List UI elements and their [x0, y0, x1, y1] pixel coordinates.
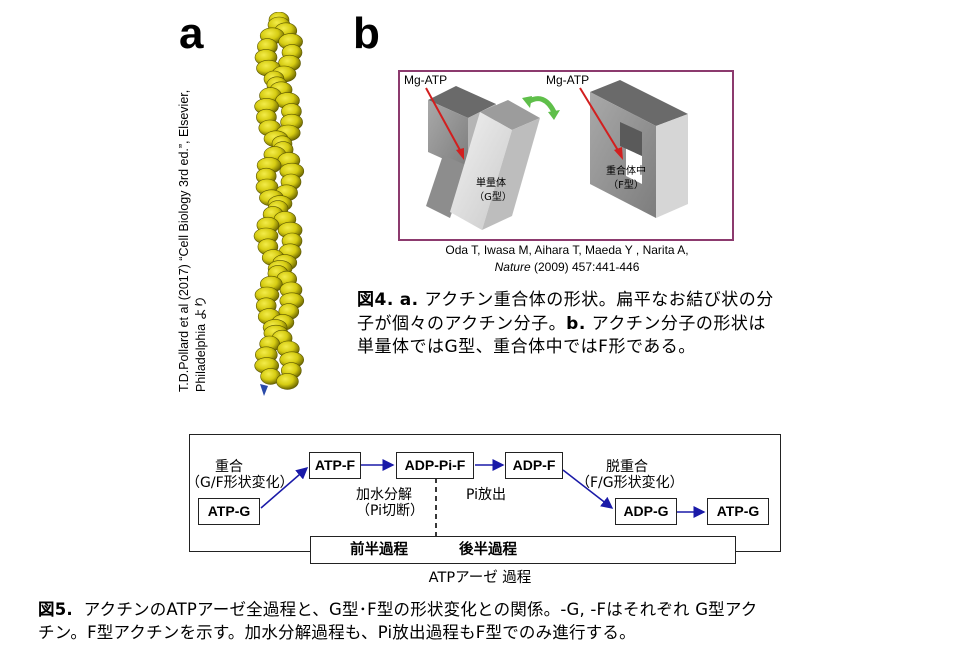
node-atp-g-left: ATP-G — [198, 498, 260, 525]
fig4-a-text: アクチン重合体の形状。扁平なお結び状の分子が個々のアクチン分子。 — [357, 290, 774, 334]
panel-a-letter: a — [179, 9, 204, 58]
label-pi-release: Pi放出 — [466, 487, 507, 503]
citation-line-1: Oda T, Iwasa M, Aihara T, Maeda Y , Nari… — [445, 243, 689, 257]
node-adp-g: ADP-G — [615, 498, 677, 525]
fig5-caption-text-1: アクチンのATPアーゼ全過程と、G型･F型の形状変化との関係。-G, -Fはそれ… — [83, 600, 758, 619]
node-adp-f: ADP-F — [505, 452, 563, 479]
f-form-label-2: （F型） — [608, 178, 644, 191]
label-hydrolysis-2: （Pi切断） — [356, 503, 425, 519]
mg-atp-label-left: Mg-ATP — [404, 73, 447, 87]
actin-shape-diagram: 単量体 （G型） Mg-ATP 重合体中 （F型） Mg-ATP — [404, 73, 688, 230]
g-form-label-1: 単量体 — [476, 176, 506, 189]
fig5-caption-line-1: 図5. アクチンのATPアーゼ全過程と、G型･F型の形状変化との関係。-G, -… — [38, 598, 938, 621]
panel-b-citation: Oda T, Iwasa M, Aihara T, Maeda Y , Nari… — [400, 242, 734, 276]
label-polymerization-2: （G/F形状変化） — [186, 475, 294, 491]
actin-subunit — [276, 373, 299, 390]
fig5-caption-text-2: チン。F型アクチンを示す。加水分解過程も、Pi放出過程もF型でのみ進行する。 — [38, 623, 636, 642]
label-hydrolysis-1: 加水分解 — [356, 487, 412, 503]
node-atp-g-right: ATP-G — [707, 498, 769, 525]
citation-rest: (2009) 457:441-446 — [530, 260, 640, 274]
first-half-label: 前半過程 — [350, 542, 408, 558]
second-half-label: 後半過程 — [459, 542, 517, 558]
arrow-atp-g-to-atp-f — [260, 467, 309, 509]
arrow-adp-f-to-adp-g — [562, 469, 614, 509]
actin-filament-image — [253, 12, 305, 396]
mg-atp-arrow-right — [579, 87, 620, 153]
phase-bar — [310, 536, 736, 564]
figure-4-caption: 図4. a. アクチン重合体の形状。扁平なお結び状の分子が個々のアクチン分子。b… — [357, 289, 777, 360]
label-polymerization-1: 重合 — [215, 459, 243, 475]
fig4-b-mark: b. — [566, 313, 586, 334]
g-form-label-2: （G型） — [474, 190, 512, 203]
mg-atp-arrow-left — [425, 87, 462, 153]
label-depolymerization-1: 脱重合 — [606, 459, 648, 475]
f-form-label-1: 重合体中 — [606, 164, 646, 177]
node-atp-f: ATP-F — [309, 452, 361, 479]
label-depolymerization-2: （F/G形状変化） — [576, 475, 684, 491]
fig4-a-mark: a. — [399, 290, 419, 310]
fig4-prefix: 図4. — [357, 290, 394, 310]
fig5-prefix: 図5. — [38, 600, 73, 619]
f-actin-model: 重合体中 （F型） — [590, 80, 688, 218]
citation-journal: Nature — [494, 260, 531, 274]
atpase-process-label: ATPアーゼ 過程 — [428, 570, 532, 586]
mg-atp-label-right: Mg-ATP — [546, 73, 589, 87]
node-adp-pi-f: ADP-Pi-F — [396, 452, 474, 479]
fig4-b-text: アクチン分子の形状は単量体ではG型、重合体中ではF形である。 — [357, 313, 766, 358]
citation-line-2: Nature (2009) 457:441-446 — [400, 259, 734, 276]
figure-5-caption: 図5. アクチンのATPアーゼ全過程と、G型･F型の形状変化との関係。-G, -… — [38, 598, 938, 644]
panel-b-letter: b — [353, 9, 380, 58]
g-actin-model: 単量体 （G型） — [426, 86, 540, 230]
